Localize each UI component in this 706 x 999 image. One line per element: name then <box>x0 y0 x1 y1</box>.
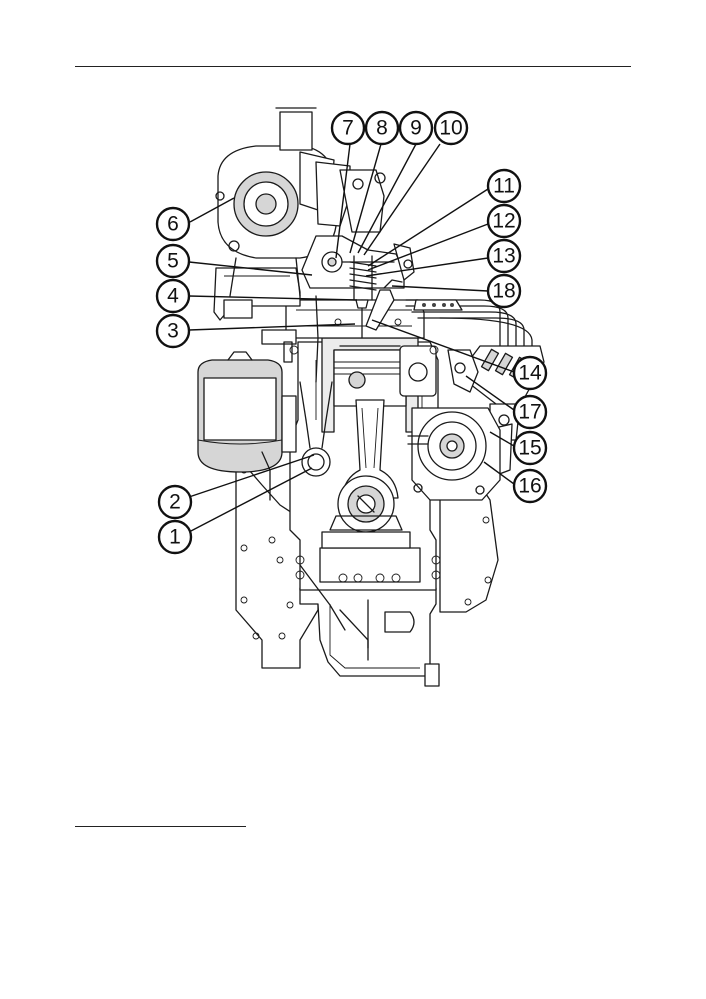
callout-7: 7 <box>330 110 366 146</box>
callout-2-label: 2 <box>169 491 181 514</box>
callout-4-label: 4 <box>167 285 179 308</box>
cylinder-head <box>285 299 425 339</box>
callout-13: 13 <box>486 238 522 274</box>
callout-14: 14 <box>512 355 548 391</box>
callout-16: 16 <box>512 468 548 504</box>
callout-1-label: 1 <box>169 526 181 549</box>
leader-lines <box>188 143 515 533</box>
callout-5: 5 <box>155 243 191 279</box>
callout-18-label: 18 <box>492 280 515 303</box>
header-rule <box>75 66 631 67</box>
valve-spring <box>349 255 377 301</box>
callout-8: 8 <box>364 110 400 146</box>
callout-8-label: 8 <box>376 117 388 140</box>
connecting-rod <box>341 399 399 499</box>
callout-13-label: 13 <box>492 245 515 268</box>
callout-15: 15 <box>512 430 548 466</box>
intake-manifold <box>213 267 301 321</box>
callout-12-label: 12 <box>492 210 515 233</box>
callout-14-label: 14 <box>518 362 542 385</box>
callout-17-label: 17 <box>518 401 541 424</box>
callout-10-label: 10 <box>439 117 462 140</box>
callout-3: 3 <box>155 313 191 349</box>
callout-9-label: 9 <box>410 117 422 140</box>
callout-10: 10 <box>433 110 469 146</box>
piston <box>333 349 407 407</box>
callout-17: 17 <box>512 394 548 430</box>
callout-6-label: 6 <box>167 213 179 236</box>
callout-2: 2 <box>157 484 193 520</box>
callout-11-label: 11 <box>493 175 515 198</box>
callout-5-label: 5 <box>167 250 179 273</box>
callout-3-label: 3 <box>167 320 179 343</box>
callout-12: 12 <box>486 203 522 239</box>
callout-9: 9 <box>398 110 434 146</box>
footnote-rule <box>75 826 246 827</box>
callout-4: 4 <box>155 278 191 314</box>
push-rod <box>315 295 319 383</box>
callout-1: 1 <box>157 519 193 555</box>
callout-11: 11 <box>486 168 522 204</box>
callout-16-label: 16 <box>518 475 541 498</box>
callout-7-label: 7 <box>342 117 354 140</box>
callout-15-label: 15 <box>518 437 541 460</box>
callout-18: 18 <box>486 273 522 309</box>
callout-6: 6 <box>155 206 191 242</box>
